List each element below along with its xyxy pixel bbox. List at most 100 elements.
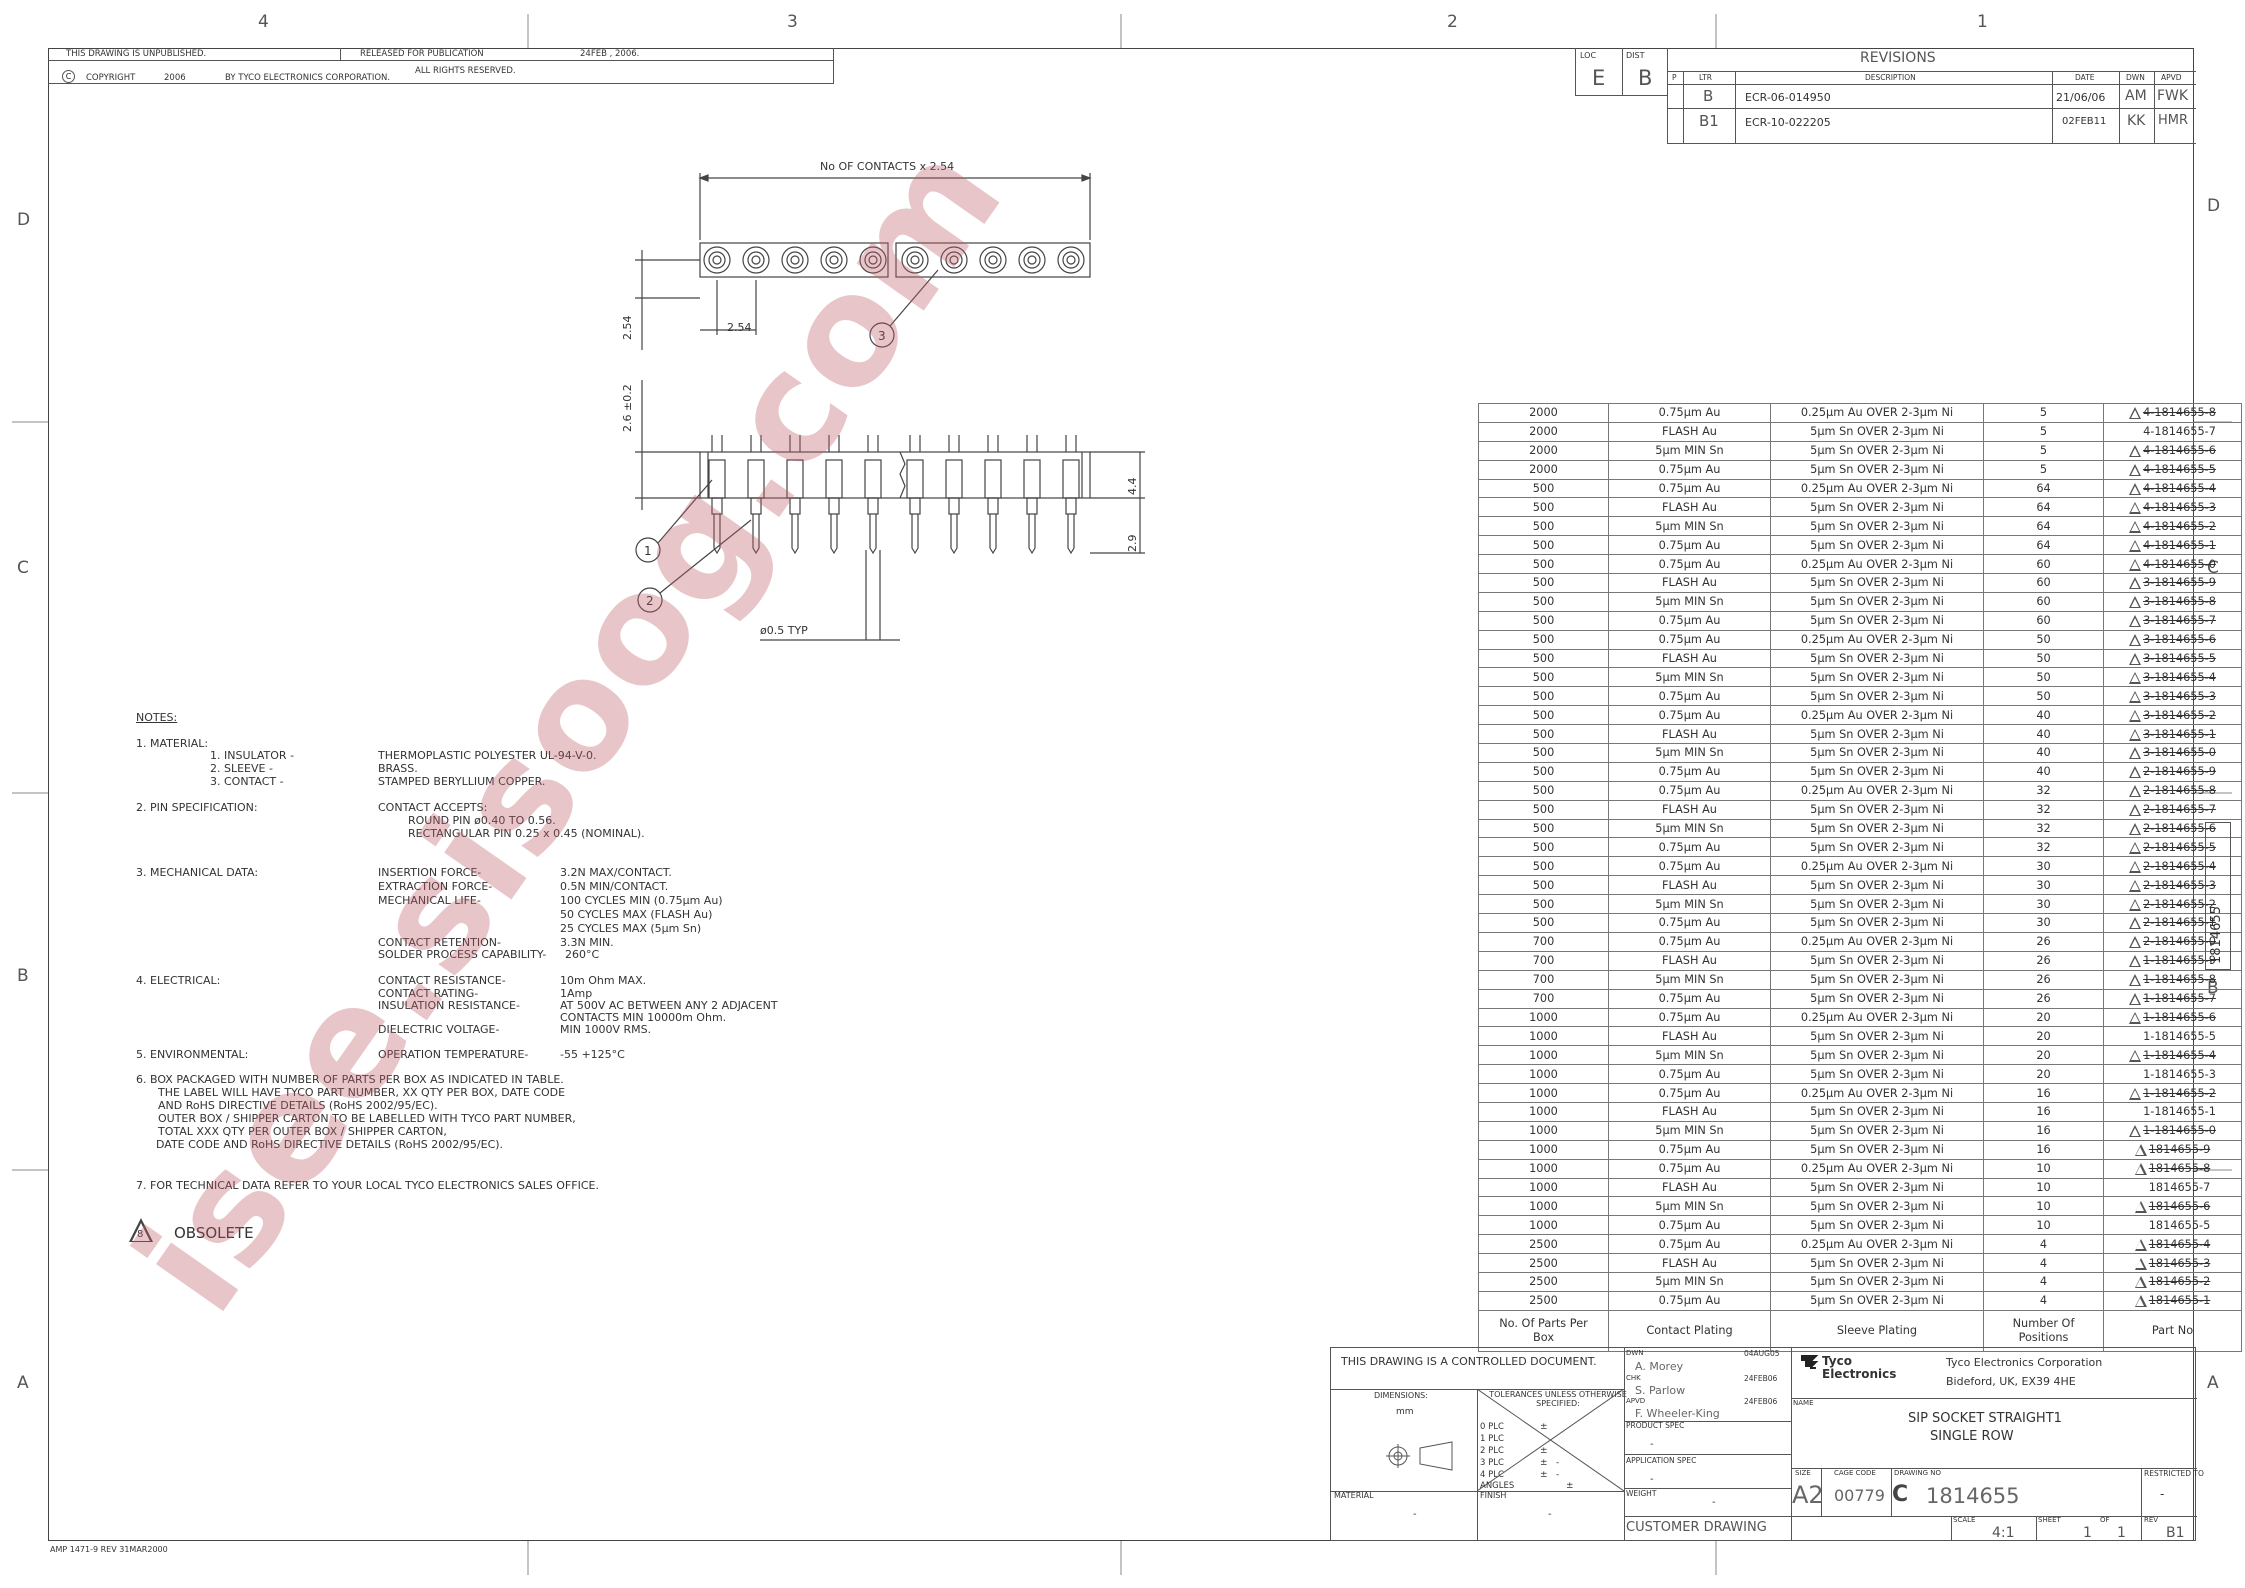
part-number-text: 3-1814655-3 <box>2143 689 2216 703</box>
table-cell: 30 <box>1983 913 2104 933</box>
obsolete-triangle-icon <box>2134 1163 2147 1176</box>
table-cell: 0.25µm Au OVER 2-3µm Ni <box>1770 780 1984 801</box>
table-cell: 0.25µm Au OVER 2-3µm Ni <box>1770 629 1984 650</box>
table-cell: 1000 <box>1478 1196 1609 1217</box>
restricted-value: - <box>2160 1487 2165 1501</box>
part-number-text: 4-1814655-4 <box>2143 482 2216 495</box>
rev-v5 <box>2154 71 2155 144</box>
part-number-cell: 1-1814655-3 <box>2103 1064 2242 1085</box>
table-cell: 1000 <box>1478 1064 1609 1085</box>
table-cell: 32 <box>1983 799 2104 820</box>
note-3-v2: 0.5N MIN/CONTACT. <box>560 880 669 893</box>
of-label: OF <box>2100 1516 2110 1524</box>
part-number-cell: 3-1814655-8 <box>2103 591 2242 612</box>
note-3-v4: 50 CYCLES MAX (FLASH Au) <box>560 908 713 921</box>
rev-b-ltr: B <box>1703 87 1714 105</box>
part-number: 1-1814655-9 <box>2129 954 2216 968</box>
part-number-text: 1814655-5 <box>2148 1218 2211 1232</box>
obsolete-triangle-icon <box>2129 671 2142 684</box>
table-cell: 50 <box>1983 629 2104 650</box>
table-cell: 5µm MIN Sn <box>1608 969 1771 990</box>
rev-v3 <box>2052 71 2053 144</box>
part-number-text: 3-1814655-5 <box>2143 652 2216 666</box>
table-cell: 4 <box>1983 1271 2104 1292</box>
rev-b1-dwn: KK <box>2127 113 2146 129</box>
dwn-name: A. Morey <box>1635 1360 1684 1373</box>
part-number-cell: 4-1814655-5 <box>2103 459 2242 480</box>
table-cell: 5µm Sn OVER 2-3µm Ni <box>1770 913 1984 933</box>
table-cell: 16 <box>1983 1139 2104 1160</box>
table-cell: 5µm Sn OVER 2-3µm Ni <box>1770 459 1984 480</box>
tolerances-label: TOLERANCES UNLESS OTHERWISE SPECIFIED: <box>1489 1390 1627 1408</box>
table-cell: 2500 <box>1478 1271 1609 1292</box>
table-cell: 60 <box>1983 554 2104 575</box>
table-header: Sleeve Plating <box>1770 1309 1984 1352</box>
table-cell: 4 <box>1983 1234 2104 1255</box>
table-cell: 20 <box>1983 1045 2104 1066</box>
balloon-3: 3 <box>878 329 886 343</box>
part-number-text: 2-1814655-1 <box>2143 916 2216 930</box>
table-cell: 64 <box>1983 535 2104 556</box>
zone-left-b: B <box>17 966 29 986</box>
table-cell: 16 <box>1983 1101 2104 1122</box>
part-number-text: 1814655-2 <box>2148 1275 2211 1289</box>
finish-label: FINISH <box>1480 1491 1507 1500</box>
table-cell: 5µm Sn OVER 2-3µm Ni <box>1770 1215 1984 1236</box>
dist-label: DIST <box>1626 51 1645 60</box>
balloon-1: 1 <box>644 544 652 558</box>
table-cell: FLASH Au <box>1608 421 1771 442</box>
obsolete-triangle-icon <box>2129 1087 2142 1100</box>
part-number-text: 3-1814655-8 <box>2143 595 2216 609</box>
part-number-cell: 3-1814655-4 <box>2103 667 2242 688</box>
part-number: 1-1814655-0 <box>2129 1124 2216 1138</box>
part-number-cell: 3-1814655-7 <box>2103 610 2242 631</box>
table-cell: 0.25µm Au OVER 2-3µm Ni <box>1770 1083 1984 1103</box>
note-1: 1. MATERIAL: <box>136 737 209 750</box>
controlled-document: THIS DRAWING IS A CONTROLLED DOCUMENT. <box>1341 1355 1597 1368</box>
note-3: 3. MECHANICAL DATA: <box>136 866 259 879</box>
table-cell: 4 <box>1983 1253 2104 1273</box>
zone-left-a: A <box>17 1373 29 1393</box>
part-number-text: 3-1814655-4 <box>2143 670 2216 684</box>
obsolete-triangle-icon <box>2129 879 2142 892</box>
table-cell: 500 <box>1478 554 1609 575</box>
tol-pm-angles: ± <box>1566 1481 1574 1491</box>
table-cell: 0.75µm Au <box>1608 554 1771 575</box>
tb-v1 <box>1624 1348 1625 1541</box>
part-number-cell: 3-1814655-1 <box>2103 724 2242 745</box>
obsolete-triangle-icon <box>2129 709 2142 722</box>
obsolete-triangle-icon <box>2129 766 2142 779</box>
note-3-v5: 25 CYCLES MAX (5µm Sn) <box>560 922 702 935</box>
zone-top-3: 3 <box>787 12 798 32</box>
part-number: 4-1814655-8 <box>2129 406 2216 420</box>
table-cell: 5µm Sn OVER 2-3µm Ni <box>1770 1045 1984 1066</box>
part-number-cell: 4-1814655-7 <box>2103 421 2242 442</box>
part-number-text: 1814655-4 <box>2148 1237 2211 1251</box>
part-number-cell: 2-1814655-6 <box>2103 818 2242 839</box>
table-cell: 5µm MIN Sn <box>1608 818 1771 839</box>
table-cell: 0.75µm Au <box>1608 610 1771 631</box>
part-number: 1814655-9 <box>2134 1143 2210 1157</box>
rev-v1 <box>1683 71 1684 144</box>
note-4-v5: MIN 1000V RMS. <box>560 1023 652 1036</box>
table-cell: 700 <box>1478 931 1609 952</box>
part-number-text: 2-1814655-7 <box>2143 803 2216 817</box>
weight-value: - <box>1712 1497 1716 1508</box>
obsolete-triangle-icon <box>2129 747 2142 760</box>
part-number-text: 4-1814655-2 <box>2143 519 2216 533</box>
note-3-v6: 3.3N MIN. <box>560 936 614 949</box>
table-cell: 5µm MIN Sn <box>1608 1196 1771 1217</box>
part-number: 3-1814655-3 <box>2129 690 2216 703</box>
tb-h7 <box>1791 1398 2197 1399</box>
drawing-no-label: DRAWING NO <box>1894 1469 1941 1477</box>
note-5-v: -55 +125°C <box>560 1048 625 1061</box>
table-cell: 0.75µm Au <box>1608 403 1771 423</box>
cage-label: CAGE CODE <box>1834 1469 1876 1477</box>
part-number: 3-1814655-0 <box>2129 746 2216 760</box>
table-cell: 500 <box>1478 705 1609 726</box>
obsolete-triangle-icon <box>2129 823 2142 836</box>
